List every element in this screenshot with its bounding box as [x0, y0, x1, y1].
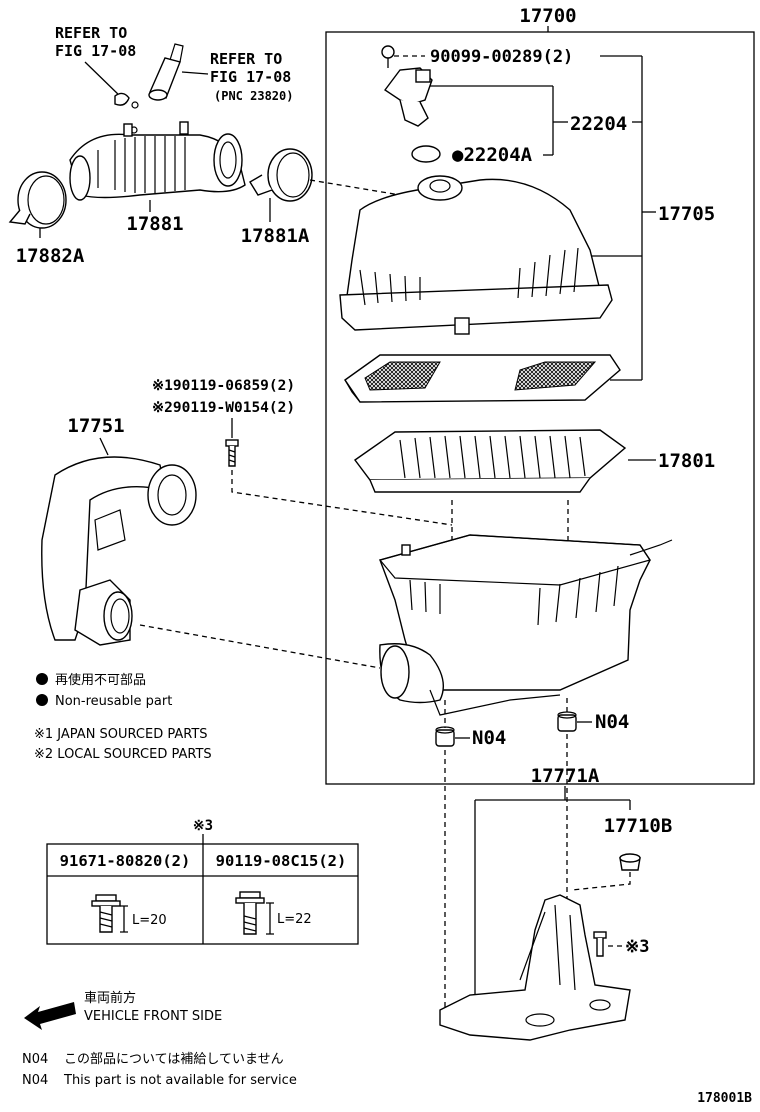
table-col1-length: L=20 — [132, 913, 167, 928]
legend-note1: ※1 JAPAN SOURCED PARTS — [34, 727, 208, 742]
footnote-code1: N04 — [22, 1052, 48, 1067]
bracket-bolt-part — [593, 931, 607, 957]
mass-air-flow-sensor-part — [383, 67, 433, 127]
hose-clamp-right-part — [249, 148, 313, 202]
legend-nonreusable-jp: 再使用不可部品 — [55, 672, 146, 688]
label-22204: 22204 — [570, 113, 627, 135]
oring-22204a-part — [411, 145, 441, 163]
label-90099: 90099-00289(2) — [430, 47, 573, 67]
nonreusable-dot-icon — [36, 673, 48, 685]
footnote-en: This part is not available for service — [63, 1073, 297, 1088]
grommet-right-part — [557, 711, 577, 732]
filter-element-17705-part — [344, 354, 621, 403]
table-col2-header: 90119-08C15(2) — [216, 852, 347, 870]
label-n04-left: N04 — [472, 727, 506, 749]
legend-note2: ※2 LOCAL SOURCED PARTS — [34, 747, 212, 762]
bracket-17771a-part — [439, 894, 631, 1041]
label-bolt2: ※290119-W0154(2) — [152, 400, 295, 416]
assembly-number-label: 17700 — [519, 5, 576, 27]
label-n04-right: N04 — [595, 711, 629, 733]
table-note-marker: ※3 — [193, 818, 213, 834]
refer-left-line2: FIG 17-08 — [55, 42, 136, 60]
front-arrow-icon — [24, 1002, 76, 1030]
refer-right-pnc: (PNC 23820) — [214, 89, 293, 103]
bolt-part — [225, 439, 239, 467]
label-22204a: ●22204A — [452, 144, 533, 166]
table-col1-header: 91671-80820(2) — [60, 852, 191, 870]
assembly-frame — [325, 31, 755, 785]
label-17751: 17751 — [67, 415, 124, 437]
legend-nonreusable-en: Non-reusable part — [55, 694, 172, 709]
front-label-jp: 車両前方 — [84, 990, 136, 1006]
intake-hose-part — [69, 121, 246, 201]
footnote-code2: N04 — [22, 1073, 48, 1088]
label-17882a: 17882A — [16, 245, 85, 267]
pcv-hose-part — [148, 43, 184, 101]
label-17771a: 17771A — [531, 765, 600, 787]
label-bracket-bolt-note: ※3 — [625, 937, 649, 957]
label-bolt1: ※190119-06859(2) — [152, 378, 295, 394]
refer-left-line1: REFER TO — [55, 24, 127, 42]
grommet-left-part — [435, 726, 455, 747]
air-intake-duct-part — [41, 456, 197, 646]
air-filter-17801-part — [354, 429, 627, 493]
grommet-17710b-part — [619, 853, 641, 871]
air-cleaner-cap-part — [339, 175, 613, 335]
refer-right-line2: FIG 17-08 — [210, 68, 291, 86]
hose-clamp-left-part — [8, 171, 67, 229]
table-col2-length: L=22 — [277, 912, 312, 927]
footnote-jp: この部品については補給していません — [64, 1052, 284, 1067]
label-17710b: 17710B — [604, 815, 673, 837]
screw-90099-part — [381, 45, 395, 68]
air-cleaner-case-part — [378, 534, 673, 716]
figure-id: 178001B — [697, 1091, 752, 1106]
refer-right-line1: REFER TO — [210, 50, 282, 68]
label-17881a: 17881A — [241, 225, 310, 247]
nonreusable-dot-icon-2 — [36, 694, 48, 706]
table-bolt1-icon — [91, 894, 128, 933]
label-17705: 17705 — [658, 203, 715, 225]
label-17801: 17801 — [658, 450, 715, 472]
label-17881: 17881 — [126, 213, 183, 235]
table-bolt2-icon — [235, 891, 274, 935]
small-hose-clip-part — [114, 92, 139, 134]
front-label-en: VEHICLE FRONT SIDE — [84, 1009, 222, 1024]
